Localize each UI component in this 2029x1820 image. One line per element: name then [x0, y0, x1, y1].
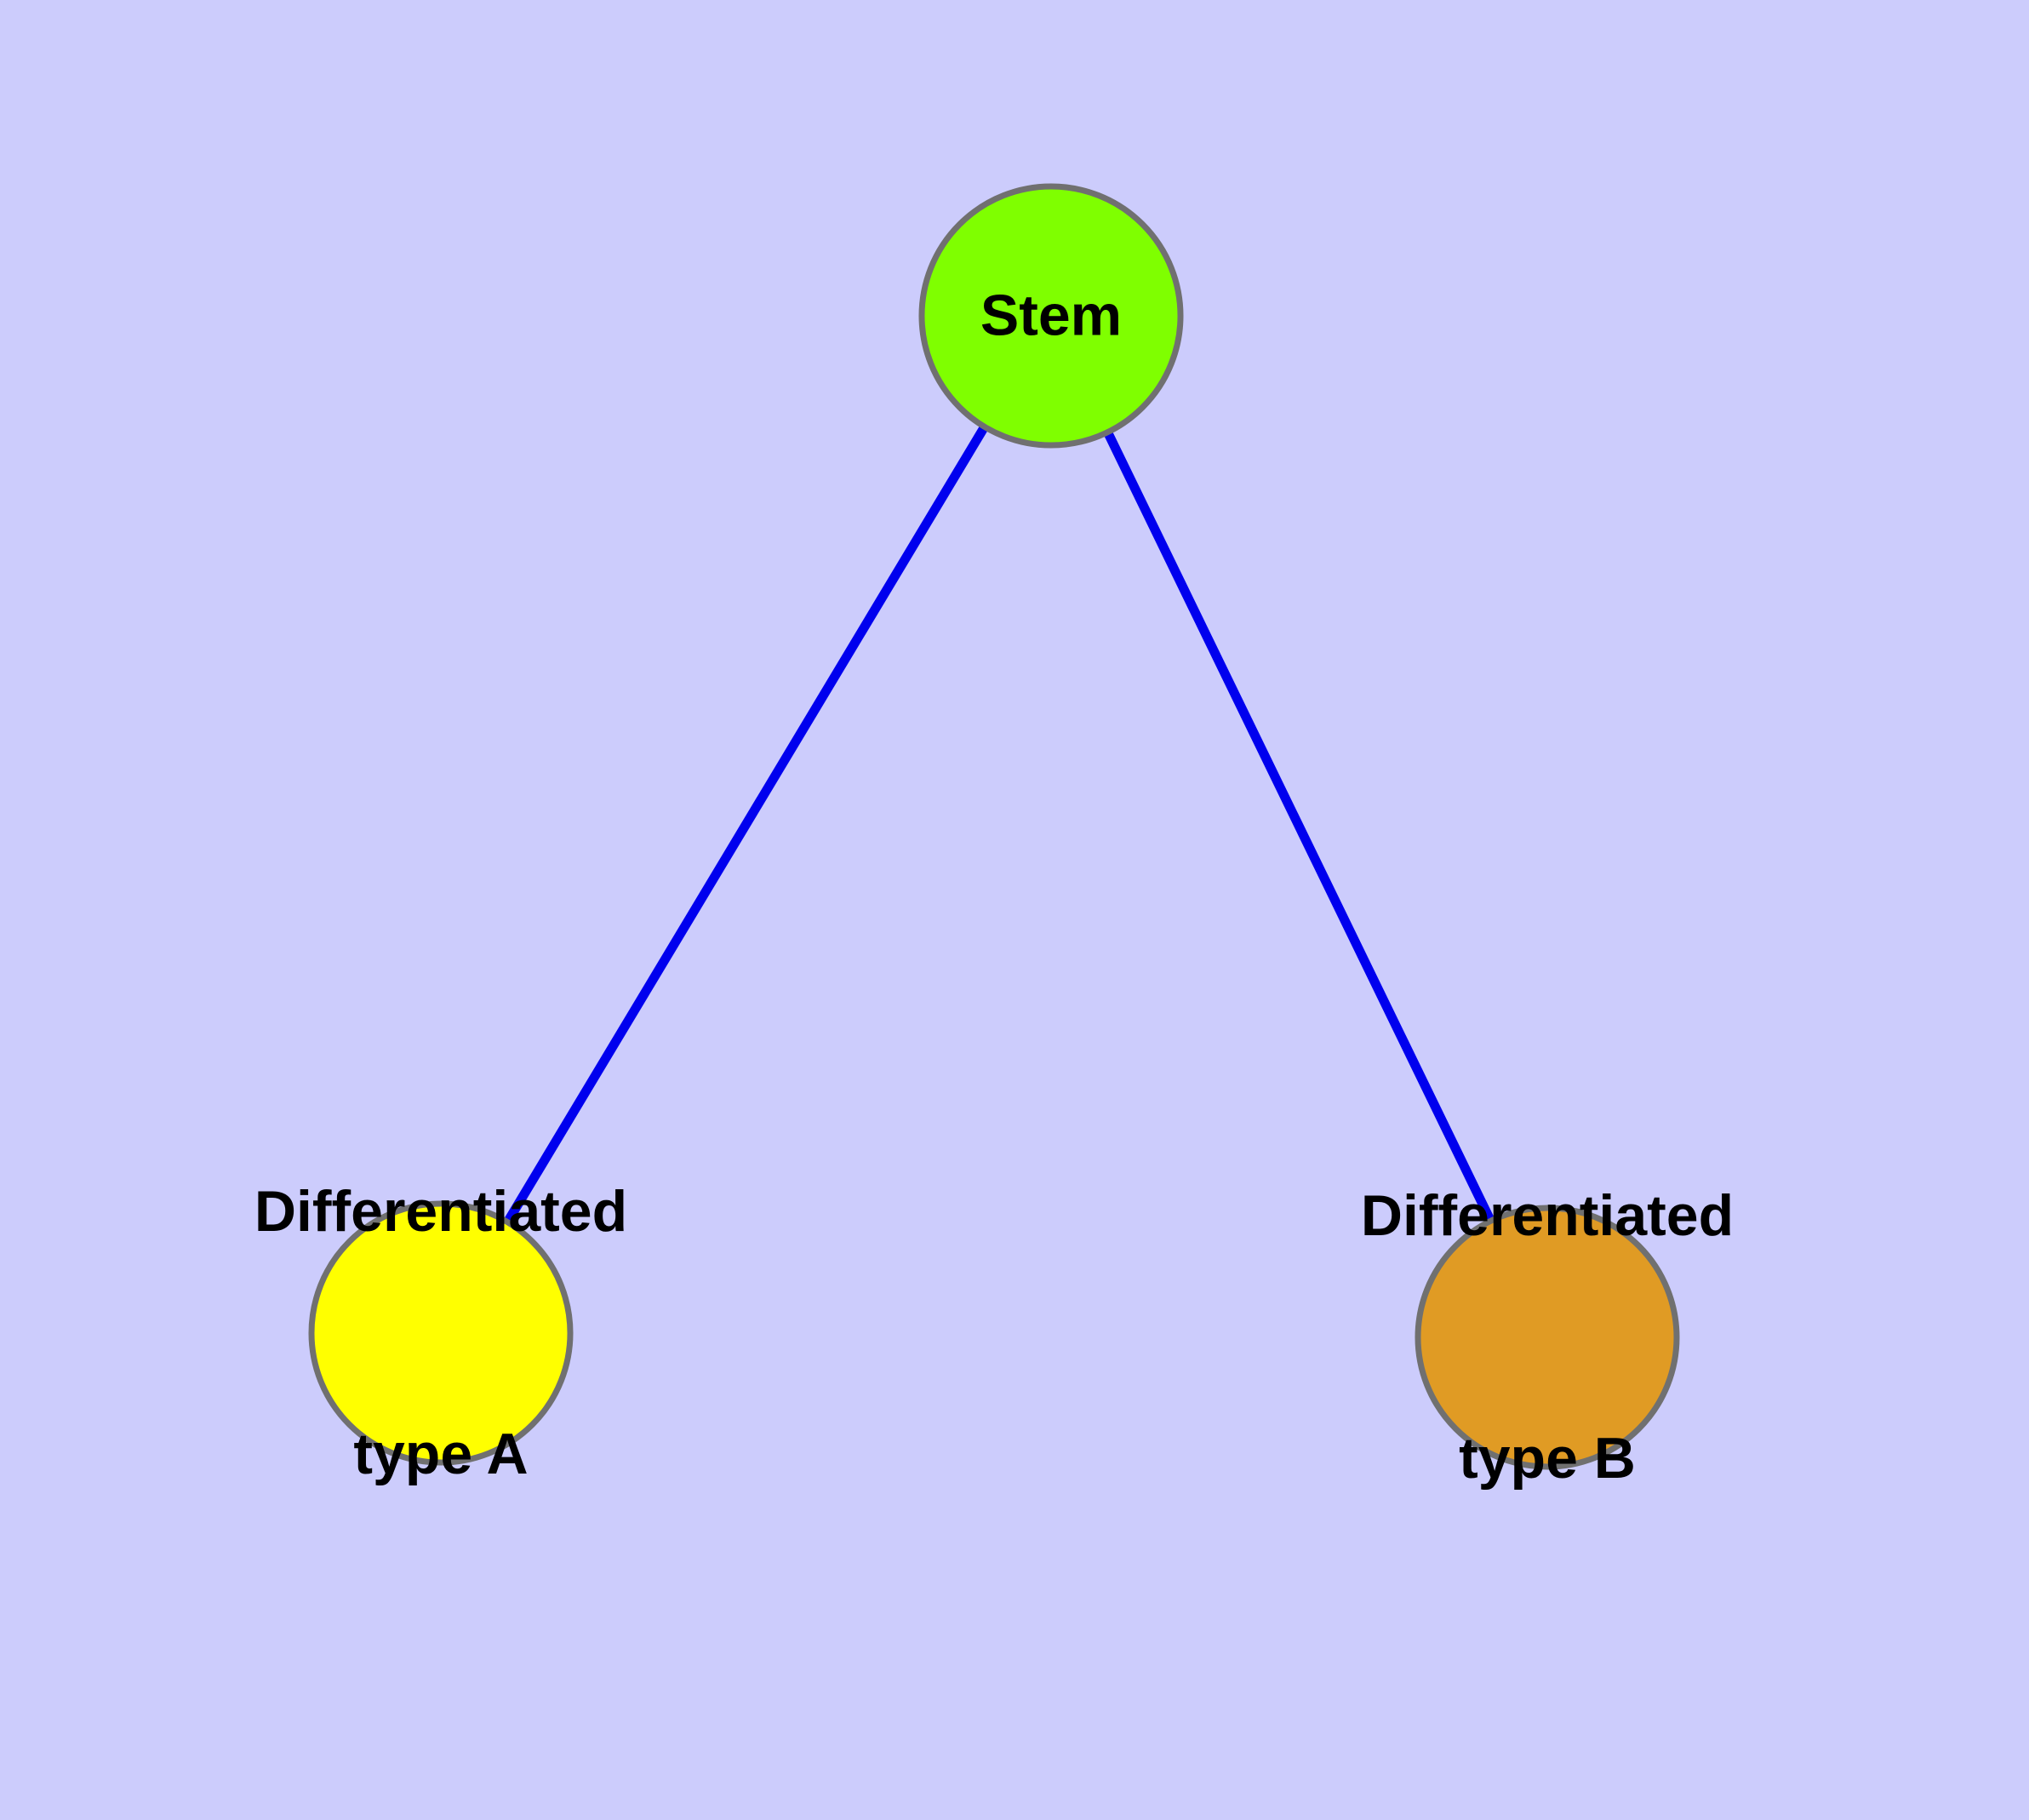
node-diff-b-circle[interactable] [1415, 1205, 1680, 1470]
node-stem-circle[interactable] [918, 183, 1184, 449]
node-diff-a-circle[interactable] [308, 1200, 574, 1466]
edge-layer [437, 313, 1552, 1340]
edge-stem-to-diff-b[interactable] [1047, 313, 1552, 1340]
node-layer [308, 183, 1680, 1470]
edge-stem-to-diff-a[interactable] [437, 313, 1055, 1336]
